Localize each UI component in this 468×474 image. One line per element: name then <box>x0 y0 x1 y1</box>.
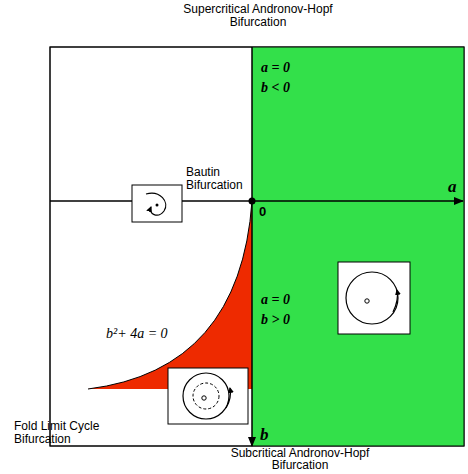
spiral-inset <box>132 185 182 222</box>
condition-label: a = 0 <box>261 292 290 308</box>
origin-label: 0 <box>259 205 266 219</box>
b-axis <box>251 47 253 446</box>
unstable-cycle-inset <box>168 368 248 424</box>
curve-equation: b²+ 4a = 0 <box>106 326 168 342</box>
origin-dot <box>249 198 256 205</box>
a-axis <box>50 200 463 202</box>
bifurcation-label: Subcritical Andronov-Hopf Bifurcation <box>215 447 385 471</box>
title-label: Supercritical Andronov-Hopf Bifurcation <box>158 3 358 29</box>
frame-border <box>50 47 464 446</box>
frame <box>50 47 464 446</box>
condition-label: a = 0 <box>261 60 290 76</box>
axis-label: b <box>260 426 269 444</box>
bifurcation-label: Fold Limit Cycle Bifurcation <box>14 420 118 446</box>
fold-curve <box>88 201 252 389</box>
axis-label: a <box>448 178 457 196</box>
condition-label: b < 0 <box>261 80 290 96</box>
condition-label: b > 0 <box>261 312 290 328</box>
green-region <box>252 47 464 446</box>
stable-cycle-inset <box>338 262 410 334</box>
red-region <box>88 201 252 389</box>
bifurcation-label: Bautin Bifurcation <box>186 166 256 192</box>
